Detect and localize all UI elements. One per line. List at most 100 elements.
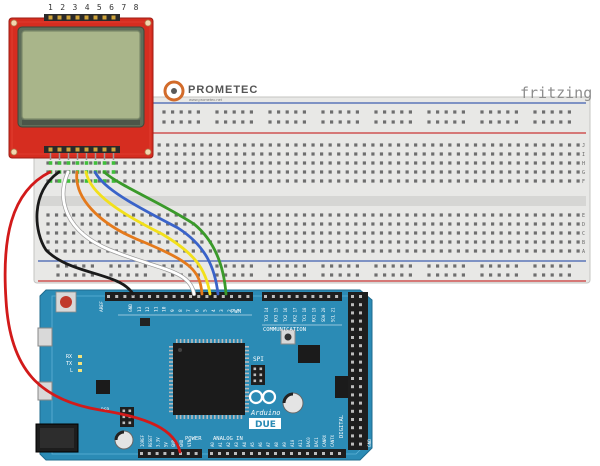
breadboard-hole (482, 240, 486, 244)
chip-pin (245, 380, 249, 382)
erase-button-cap[interactable] (284, 333, 292, 341)
breadboard-hole (46, 161, 50, 165)
breadboard-hole (482, 152, 486, 156)
chip-pin (206, 415, 208, 419)
chip-pin (221, 415, 224, 419)
chip-pin (225, 415, 227, 419)
breadboard-hole (371, 231, 375, 235)
breadboard-hole (362, 152, 366, 156)
rail-hole (330, 110, 334, 114)
lcd-pin (75, 15, 80, 20)
breadboard-hole (268, 179, 272, 183)
rail-hole (249, 120, 253, 124)
chip-pin (245, 384, 249, 386)
breadboard-hole (516, 161, 520, 165)
breadboard-hole (405, 231, 409, 235)
connected-hole (111, 179, 116, 183)
lcd-pin (84, 15, 89, 20)
breadboard-hole (251, 249, 255, 253)
rail-hole (461, 120, 465, 124)
breadboard-hole (567, 143, 572, 147)
power-header (138, 449, 202, 458)
rail-hole (268, 120, 272, 124)
breadboard-hole (422, 152, 426, 156)
rail-hole (533, 110, 537, 114)
header-pin (128, 421, 132, 425)
rail-hole (321, 110, 325, 114)
breadboard-hole (576, 152, 580, 156)
header-pin (122, 415, 126, 419)
breadboard-hole (277, 231, 281, 235)
breadboard-hole (131, 213, 136, 217)
breadboard-hole (106, 231, 110, 235)
lcd-pin (66, 15, 71, 20)
breadboard-hole (311, 240, 315, 244)
breadboard-hole (243, 222, 247, 226)
chip-pin (191, 339, 193, 343)
breadboard-hole (294, 249, 298, 253)
chip-pin (245, 376, 249, 378)
breadboard-hole (89, 231, 93, 235)
usb-native-port (37, 327, 53, 347)
chip-pin (195, 415, 197, 419)
header-pin (359, 352, 362, 356)
breadboard-hole (123, 179, 127, 183)
breadboard-hole (379, 249, 384, 253)
breadboard-hole (345, 179, 349, 183)
breadboard-hole (439, 143, 443, 147)
breadboard-hole (533, 161, 537, 165)
rail-hole (65, 273, 69, 277)
breadboard-hole (473, 231, 478, 235)
breadboard-hole (508, 161, 512, 165)
rail-hole (118, 273, 122, 277)
header-pin (274, 452, 277, 455)
breadboard-hole (294, 170, 298, 174)
breadboard-hole (191, 152, 195, 156)
header-pin (359, 319, 362, 323)
breadboard-hole (320, 152, 324, 156)
breadboard-hole (431, 152, 435, 156)
analog-pin-label: A8 (274, 442, 279, 447)
breadboard-hole (149, 179, 153, 183)
chip-pin (169, 365, 173, 367)
breadboard-hole (140, 249, 144, 253)
rail-hole (321, 264, 325, 268)
chip-pin (183, 339, 186, 343)
breadboard-hole (54, 249, 59, 253)
breadboard-hole (208, 152, 213, 156)
breadboard-hole (277, 240, 281, 244)
rail-hole (321, 120, 325, 124)
pwm-pin-label: 2 (227, 309, 233, 312)
rail-hole (436, 273, 440, 277)
breadboard-hole (328, 161, 332, 165)
header-pin (123, 295, 127, 298)
breadboard-hole (456, 249, 460, 253)
breadboard-hole (149, 240, 153, 244)
rail-hole (268, 264, 272, 268)
digital-header-pwm (105, 292, 253, 301)
breadboard-hole (379, 143, 384, 147)
breadboard-hole (576, 143, 580, 147)
breadboard-hole (174, 249, 178, 253)
breadboard-hole (166, 143, 170, 147)
breadboard-hole (294, 213, 298, 217)
rail-hole (408, 264, 412, 268)
breadboard-hole (251, 170, 255, 174)
breadboard-hole (140, 179, 144, 183)
rail-hole (268, 110, 272, 114)
breadboard-hole (550, 231, 555, 235)
rail-hole (162, 264, 166, 268)
chip-pin (191, 415, 193, 419)
breadboard-hole (439, 161, 443, 165)
breadboard-hole (559, 161, 563, 165)
lcd-top-header (44, 14, 120, 21)
arduino-logo: Arduino DUE (248, 389, 281, 430)
reset-button-cap[interactable] (60, 296, 72, 308)
rail-hole (533, 120, 537, 124)
rail-hole (489, 120, 493, 124)
rail-hole (567, 120, 571, 124)
rail-hole (241, 264, 245, 268)
rail-hole (215, 110, 219, 114)
lcd-pin (66, 147, 71, 152)
breadboard-hole (106, 213, 110, 217)
